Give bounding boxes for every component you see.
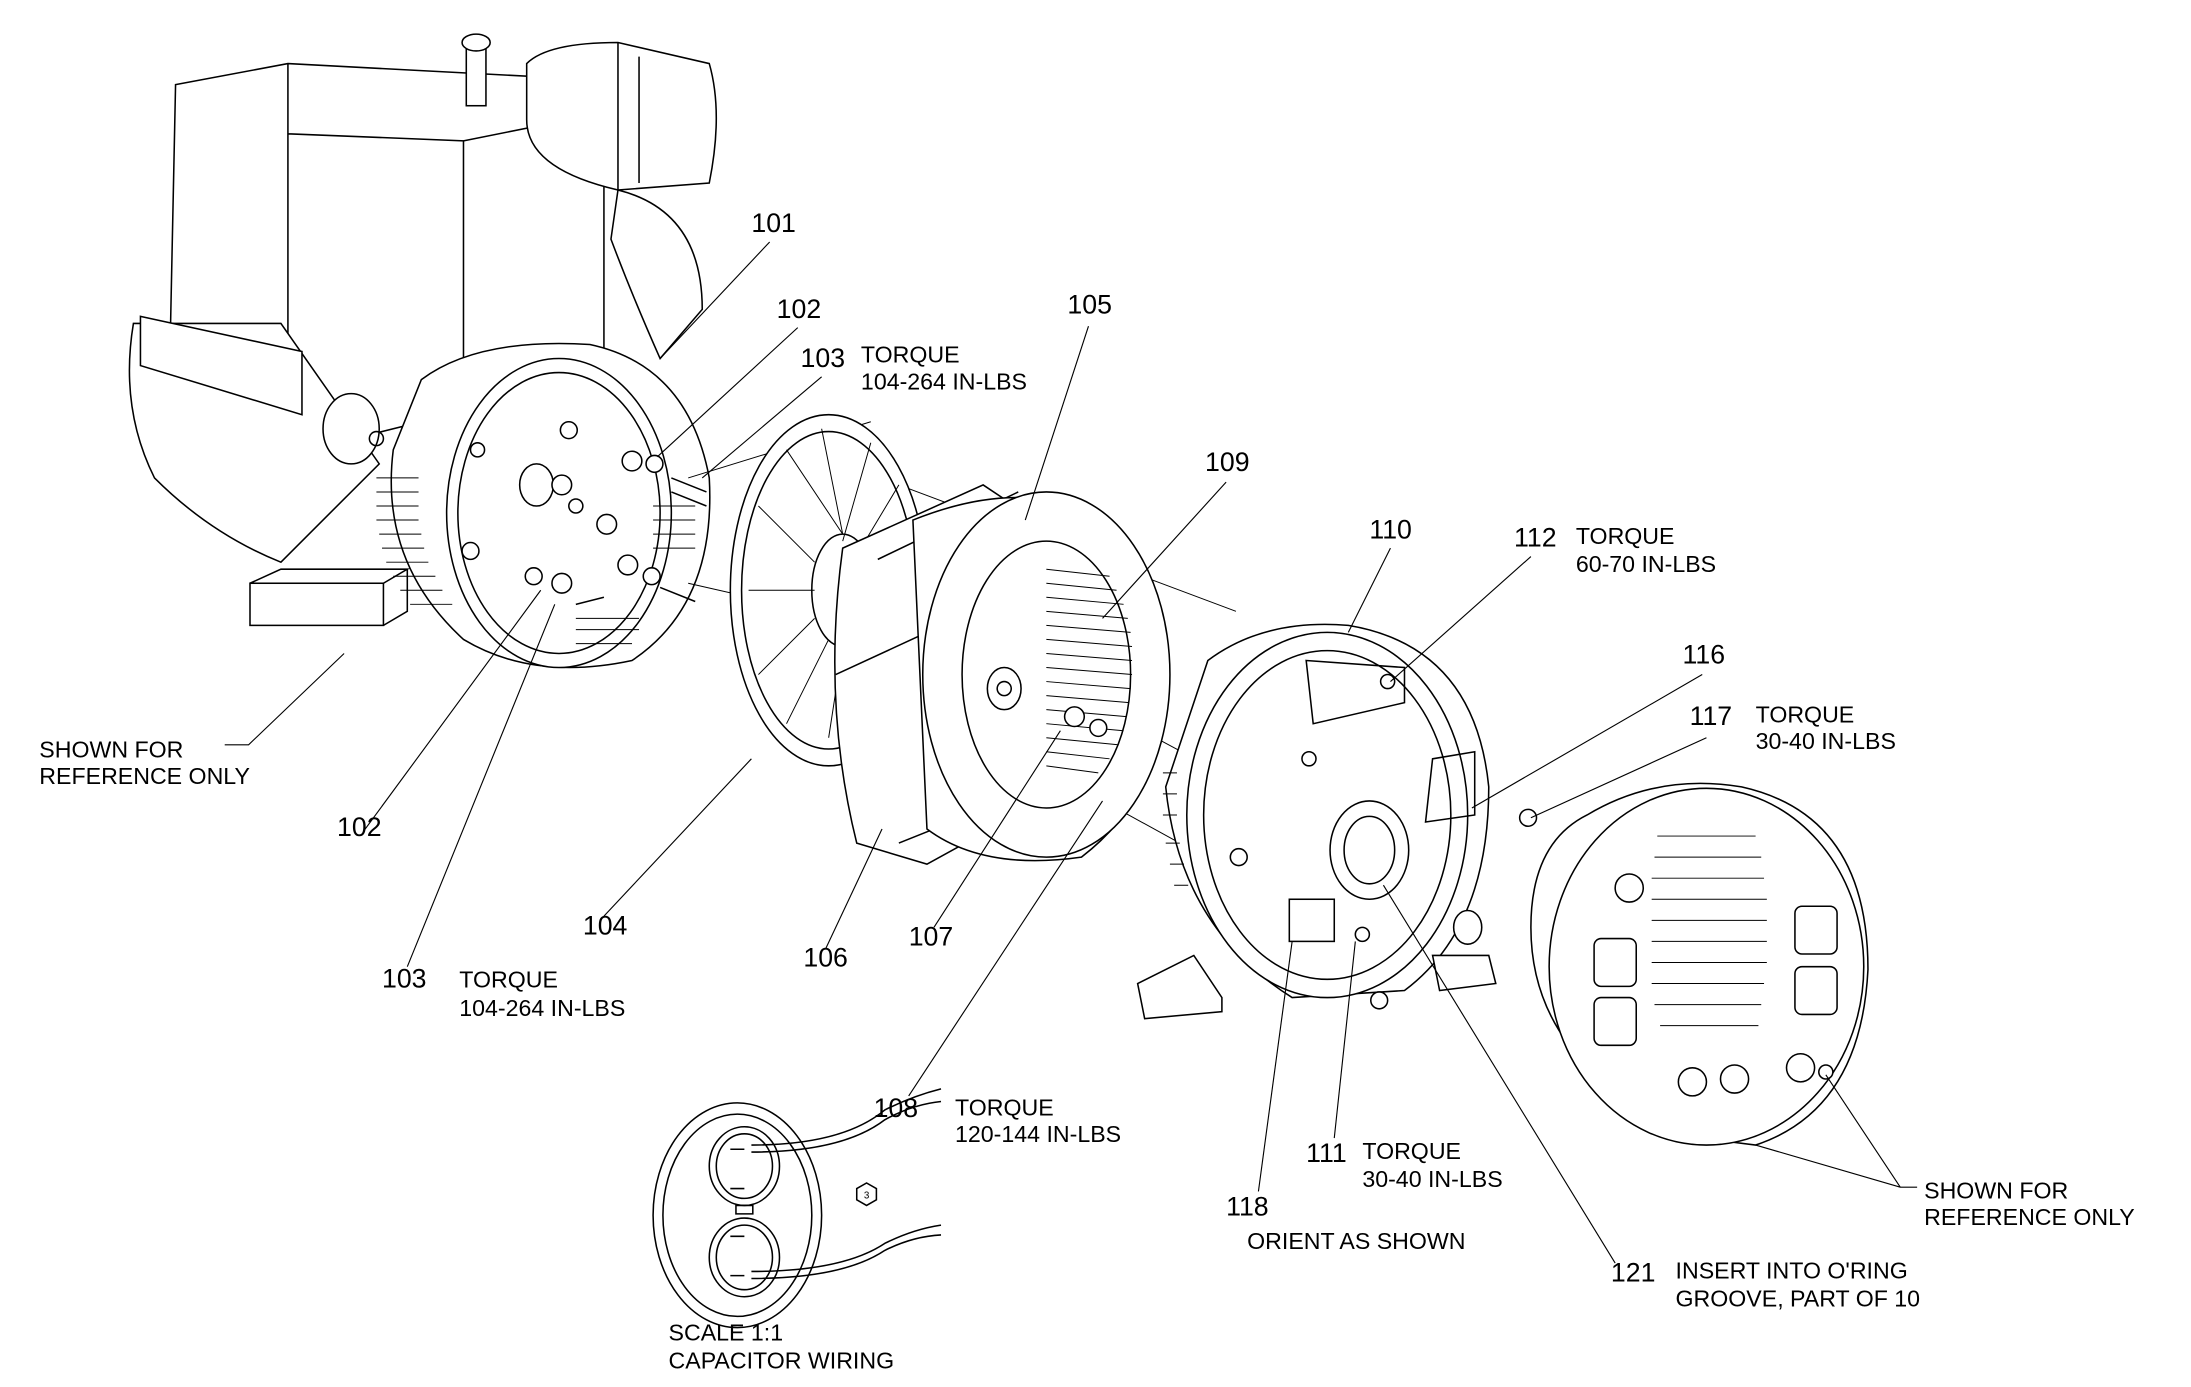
hex-marker: 3 (864, 1190, 870, 1201)
callout-110: 110 (1369, 514, 1412, 544)
reference-right-line1: SHOWN FOR (1924, 1177, 2068, 1203)
callout-102-lower: 102 (337, 812, 382, 842)
leader-lines (224, 241, 1918, 1264)
callout-108-spec: 120-144 IN-LBS (955, 1121, 1121, 1147)
callout-105: 105 (1067, 290, 1112, 320)
callout-106: 106 (803, 943, 848, 973)
capacitor-scale-label: SCALE 1:1 (669, 1319, 784, 1345)
callout-111: 111 (1306, 1138, 1347, 1168)
callout-112-torque: TORQUE (1576, 523, 1675, 549)
callout-102: 102 (777, 294, 822, 324)
callout-117-torque: TORQUE (1756, 701, 1855, 727)
callout-103-lower: 103 (382, 964, 427, 994)
callout-117-spec: 30-40 IN-LBS (1756, 728, 1896, 754)
callout-111-torque: TORQUE (1362, 1138, 1461, 1164)
capacitor-wiring-detail: 3 (652, 1088, 942, 1329)
callout-103-lower-spec: 104-264 IN-LBS (459, 995, 625, 1021)
callout-121: 121 (1611, 1257, 1656, 1287)
callout-108-torque: TORQUE (955, 1095, 1054, 1121)
capacitor-wiring-label: CAPACITOR WIRING (669, 1347, 895, 1373)
callout-121-note2: GROOVE, PART OF 10 (1676, 1286, 1921, 1312)
callout-116: 116 (1683, 639, 1726, 669)
control-panel-reference (1530, 782, 1869, 1146)
callouts: 101 102 103 TORQUE 104-264 IN-LBS 105 10… (39, 208, 2134, 1373)
callout-118-note: ORIENT AS SHOWN (1247, 1228, 1465, 1254)
reference-left-line2: REFERENCE ONLY (39, 763, 250, 789)
engine-reference (128, 33, 718, 627)
callout-112-spec: 60-70 IN-LBS (1576, 551, 1716, 577)
callout-118: 118 (1226, 1191, 1269, 1221)
callout-117: 117 (1690, 701, 1733, 731)
reference-right-line2: REFERENCE ONLY (1924, 1204, 2135, 1230)
callout-103-spec: 104-264 IN-LBS (861, 368, 1027, 394)
rotor-assembly-105 (912, 491, 1171, 862)
front-housing-101 (376, 342, 711, 669)
callout-112: 112 (1514, 523, 1557, 553)
callout-121-note1: INSERT INTO O'RING (1676, 1257, 1908, 1283)
callout-111-spec: 30-40 IN-LBS (1362, 1166, 1502, 1192)
callout-103-torque: TORQUE (861, 342, 960, 368)
callout-107: 107 (909, 922, 954, 952)
callout-103-lower-torque: TORQUE (459, 967, 558, 993)
callout-101: 101 (751, 208, 796, 238)
callout-103: 103 (801, 343, 846, 373)
reference-left-line1: SHOWN FOR (39, 736, 183, 762)
rear-housing-110 (1136, 623, 1538, 1020)
callout-104: 104 (583, 910, 628, 940)
callout-108: 108 (874, 1093, 919, 1123)
callout-109: 109 (1205, 447, 1250, 477)
